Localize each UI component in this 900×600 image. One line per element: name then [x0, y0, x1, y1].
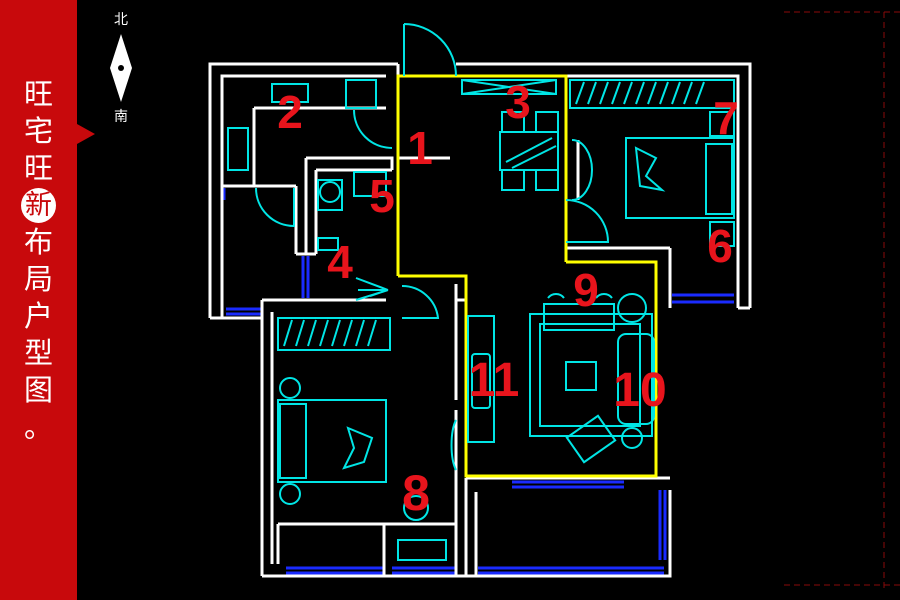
second-bed-icon — [277, 399, 387, 483]
plant-icon — [617, 293, 647, 323]
room-number: 9 — [573, 264, 599, 316]
nightstand-icon — [279, 483, 301, 505]
room-number: 7 — [713, 92, 739, 144]
title-sidebar — [0, 0, 77, 600]
shower-icon — [355, 277, 389, 301]
room-number: 10 — [613, 364, 666, 417]
basin-icon — [353, 171, 387, 197]
chair-icon — [535, 111, 559, 133]
dining-table-icon — [499, 131, 559, 171]
room-number: 4 — [327, 236, 353, 288]
compass-south: 南 — [114, 109, 128, 125]
room-number: 6 — [707, 220, 733, 272]
chair-icon — [535, 169, 559, 191]
entry-door-icon — [403, 23, 457, 77]
nightstand-icon — [709, 111, 735, 137]
title-char: 局 — [23, 262, 53, 296]
room-number: 1 — [407, 122, 433, 174]
walls — [208, 62, 752, 578]
fridge-icon — [345, 79, 377, 109]
coffee-table-icon — [565, 361, 597, 391]
sink-icon — [227, 127, 249, 171]
nightstand-icon — [709, 221, 735, 247]
chair-icon — [501, 111, 525, 133]
compass: 北 南 — [110, 12, 132, 125]
washer-icon — [317, 237, 339, 251]
vertical-title: 旺 宅 旺 新 布 局 户 型 图 。 — [0, 76, 77, 446]
room-numbers: 1 2 3 4 5 6 7 8 9 10 11 — [277, 76, 739, 521]
title-char: 宅 — [23, 114, 53, 148]
chair-icon — [403, 495, 429, 521]
sofa-icon — [617, 333, 655, 425]
master-bed-icon — [625, 137, 735, 219]
windows — [222, 188, 734, 575]
room-number: 8 — [402, 465, 430, 521]
title-char-badge: 新 — [21, 188, 56, 223]
furniture — [227, 23, 735, 561]
nightstand-icon — [279, 377, 301, 399]
room-number: 11 — [469, 354, 520, 407]
sidebar-pointer — [77, 124, 95, 144]
room-number: 3 — [505, 76, 531, 128]
title-char: 型 — [23, 336, 53, 370]
title-char: 图 — [23, 373, 53, 407]
frame-lines — [784, 11, 900, 590]
wardrobe-icon — [569, 79, 735, 109]
highlight-zones — [396, 74, 658, 478]
room-number: 5 — [369, 170, 395, 222]
title-char: 户 — [23, 299, 53, 333]
bathroom-door-icon — [353, 109, 393, 149]
tv-cabinet-icon — [467, 315, 495, 443]
room-number: 2 — [277, 86, 303, 138]
title-char: 旺 — [23, 77, 53, 111]
compass-north: 北 — [114, 12, 128, 28]
kitchen-door-icon — [255, 187, 295, 228]
bedroom-door-icon — [401, 284, 440, 319]
armchair-icon — [565, 414, 617, 464]
stove-icon — [271, 83, 309, 103]
shoe-cabinet-icon — [461, 79, 557, 95]
tv-icon — [471, 353, 491, 409]
wardrobe-icon — [277, 317, 391, 351]
title-char: 旺 — [23, 151, 53, 185]
chair-icon — [501, 169, 525, 191]
balcony-fixture-icon — [397, 539, 447, 561]
toilet-icon — [319, 181, 341, 203]
master-door-icon — [565, 199, 610, 243]
sofa-icon — [543, 293, 615, 331]
title-char: 。 — [23, 410, 53, 444]
rug-icon — [529, 313, 653, 437]
title-char: 布 — [23, 225, 53, 259]
